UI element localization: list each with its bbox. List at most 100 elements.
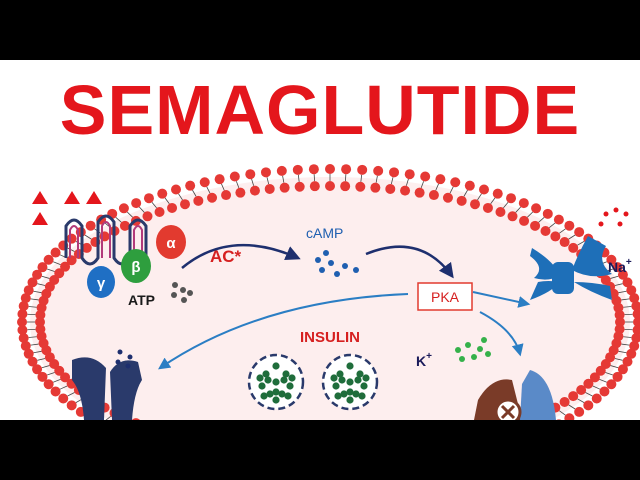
membrane-bead bbox=[629, 340, 640, 351]
membrane-bead bbox=[405, 465, 415, 475]
membrane-bead bbox=[483, 431, 493, 441]
membrane-bead bbox=[626, 285, 637, 296]
membrane-bead bbox=[340, 181, 351, 192]
membrane-bead bbox=[325, 470, 335, 480]
membrane-bead bbox=[119, 431, 129, 441]
membrane-bead bbox=[20, 340, 31, 351]
membrane-bead bbox=[98, 419, 104, 420]
insulin-granule-dot bbox=[260, 392, 268, 400]
atp-label: ATP bbox=[128, 292, 155, 308]
membrane-bead bbox=[200, 457, 210, 467]
membrane-bead bbox=[414, 187, 425, 198]
membrane-bead bbox=[107, 425, 117, 435]
membrane-bead bbox=[450, 457, 460, 467]
membrane-bead bbox=[495, 206, 506, 217]
membrane-bead bbox=[614, 309, 625, 320]
membrane-bead bbox=[442, 192, 453, 203]
cell-interior bbox=[30, 177, 630, 420]
atp-dots bbox=[171, 282, 193, 303]
membrane-bead bbox=[20, 293, 31, 304]
membrane-bead bbox=[308, 164, 319, 175]
insulin-granule-dot bbox=[346, 378, 354, 386]
membrane-bead bbox=[615, 317, 625, 327]
membrane-bead bbox=[568, 391, 579, 402]
membrane-bead bbox=[245, 465, 255, 475]
membrane-bead bbox=[325, 164, 335, 174]
insulin-granule-dot bbox=[278, 390, 286, 398]
membrane-bead bbox=[35, 324, 46, 335]
insulin-granule-dot bbox=[346, 396, 354, 404]
insulin-granule-dot bbox=[332, 382, 340, 390]
membrane-bead bbox=[143, 193, 154, 204]
membrane-bead bbox=[583, 400, 594, 411]
membrane-bead bbox=[465, 453, 475, 463]
membrane-bead bbox=[456, 195, 467, 206]
sodium-channel-icon bbox=[530, 236, 612, 300]
insulin-label: INSULIN bbox=[300, 329, 360, 346]
ac-label: AC* bbox=[210, 247, 242, 266]
membrane-bead bbox=[626, 348, 637, 359]
membrane-bead bbox=[154, 206, 165, 217]
pka-to-k-arrow bbox=[479, 311, 524, 357]
membrane-bead bbox=[543, 425, 553, 435]
membrane-bead bbox=[631, 301, 640, 312]
membrane-bead bbox=[229, 171, 240, 182]
membrane-bead bbox=[325, 453, 335, 463]
insulin-granule-dot bbox=[358, 392, 366, 400]
membrane-bead bbox=[370, 451, 380, 461]
membrane-bead bbox=[599, 386, 610, 397]
insulin-granules bbox=[247, 353, 379, 411]
membrane-bead bbox=[519, 215, 530, 226]
membrane-bead bbox=[482, 202, 493, 213]
membrane-bead bbox=[17, 308, 28, 319]
membrane-bead bbox=[591, 393, 602, 404]
membrane-bead bbox=[357, 164, 368, 175]
insulin-granule-dot bbox=[354, 376, 362, 384]
membrane-bead bbox=[435, 174, 446, 185]
insulin-granule-dot bbox=[336, 370, 344, 378]
membrane-bead bbox=[506, 441, 516, 451]
membrane-bead bbox=[325, 181, 335, 191]
membrane-bead bbox=[230, 463, 240, 473]
membrane-bead bbox=[389, 467, 399, 477]
g-protein-alpha: α bbox=[156, 225, 186, 259]
membrane-bead bbox=[373, 468, 383, 478]
membrane-bead bbox=[32, 269, 43, 280]
membrane-bead bbox=[564, 413, 575, 420]
membrane-bead bbox=[279, 182, 290, 193]
membrane-bead bbox=[385, 183, 396, 194]
insulin-granule-dot bbox=[334, 392, 342, 400]
camp-to-pka-arrow bbox=[365, 245, 454, 279]
membrane-bead bbox=[260, 167, 271, 178]
membrane-bead bbox=[622, 277, 633, 288]
membrane-bead bbox=[43, 379, 54, 390]
membrane-bead bbox=[617, 269, 628, 280]
membrane-bead bbox=[493, 445, 503, 455]
k-dots bbox=[455, 337, 491, 362]
membrane-bead bbox=[37, 262, 48, 273]
membrane-bead bbox=[171, 184, 181, 195]
membrane-bead bbox=[155, 427, 165, 437]
membrane-bead bbox=[118, 203, 129, 214]
insulin-granule-dot bbox=[264, 376, 272, 384]
exocytosis-channel-icon bbox=[72, 357, 142, 420]
membrane-bead bbox=[50, 386, 61, 397]
membrane-bead bbox=[27, 277, 38, 288]
membrane-bead bbox=[60, 372, 71, 383]
membrane-bead bbox=[385, 450, 395, 460]
membrane-bead bbox=[193, 438, 203, 448]
membrane-bead bbox=[81, 242, 92, 253]
membrane-bead bbox=[23, 285, 34, 296]
membrane-bead bbox=[400, 448, 410, 458]
membrane-bead bbox=[294, 181, 305, 192]
gamma-label: γ bbox=[97, 275, 106, 292]
membrane-bead bbox=[606, 379, 617, 390]
membrane-bead bbox=[435, 460, 445, 470]
membrane-bead bbox=[58, 393, 69, 404]
insulin-granule-dot bbox=[346, 362, 354, 370]
membrane-bead bbox=[574, 227, 585, 238]
membrane-bead bbox=[540, 225, 551, 236]
membrane-bead bbox=[171, 450, 181, 460]
